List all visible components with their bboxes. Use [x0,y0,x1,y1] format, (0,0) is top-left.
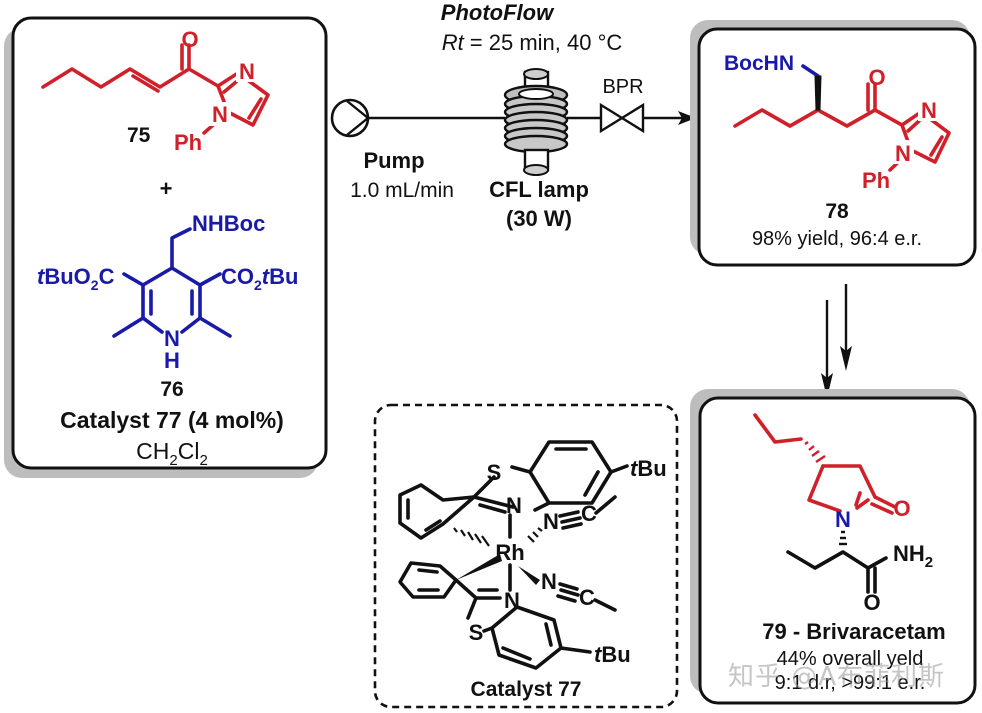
lamp-label: CFL lamp [489,177,589,202]
reactants-box-frame [11,16,328,470]
atom-n: N [895,141,911,166]
atom-c: C [579,585,595,610]
atom-o: O [893,496,910,521]
atom-n: N [164,326,180,351]
atom-o: O [868,65,885,90]
left-ester-group: tBuO2C [37,264,115,293]
compound-75-label: 75 [127,124,151,147]
flow-setup: PhotoFlow Rt = 25 min, 40 °C [330,0,696,231]
photoreactor-coil-icon [503,68,569,176]
atom-n: N [239,59,255,84]
bochn-group: BocHN [724,52,794,75]
atom-n: N [541,569,557,594]
product-yield-er: 98% yield, 96:4 e.r. [752,228,922,250]
arrow-right-icon [678,111,696,125]
tbu-group: tBu [594,642,631,667]
catalyst-loading-label: Catalyst 77 (4 mol%) [60,407,284,433]
tbu-group: tBu [630,456,667,481]
bpr-label: BPR [602,76,643,98]
catalyst-77-structure [398,440,629,670]
pump-rate: 1.0 mL/min [350,179,454,202]
compound-78-label: 78 [825,200,849,223]
overall-yield: 44% overall yeld [777,648,924,670]
atom-ph: Ph [862,168,890,193]
compound-76-label: 76 [160,378,183,401]
pump-icon [330,98,370,138]
atom-c: C [581,501,597,526]
atom-n: N [835,507,851,532]
conditions-label: Rt = 25 min, 40 °C [442,30,623,55]
compound-79-structure [753,413,897,594]
brivaracetam-box: O N NH2 O 79 - Brivaracetam 44% overall … [690,389,977,705]
pump-label: Pump [363,148,424,173]
brivaracetam-box-frame [698,396,977,705]
atom-ph: Ph [174,130,202,155]
nhboc-group: NHBoc [192,211,265,236]
atom-h: H [164,348,180,373]
atom-n: N [506,493,522,518]
atom-rh: Rh [495,540,524,565]
right-ester-group: CO2tBu [221,264,298,293]
catalyst-77-label: Catalyst 77 [471,678,582,701]
atom-n: N [921,98,937,123]
catalyst-77-box: S N tBu Rh N C N C N S tBu Catalyst 77 [373,403,679,709]
selectivity: 9:1 d.r, >99:1 e.r. [775,672,926,694]
product-box-frame [697,27,977,267]
atom-s: S [487,460,502,485]
atom-n: N [212,102,228,127]
atom-s: S [469,620,484,645]
atom-n: N [504,588,520,613]
reactants-box: O N N Ph 75 + NHBoc tBuO2C CO2tBu N H 76… [4,16,328,478]
product-78-box: BocHN O N N Ph 78 98% yield, 96:4 e.r. [690,20,977,267]
catalyst-box-frame [373,403,679,709]
multi-step-arrow-icon [821,284,852,398]
atom-o: O [863,590,880,615]
compound-76-structure [112,227,232,338]
atom-n: N [543,509,559,534]
lamp-power: (30 W) [506,206,572,231]
compound-79-label: 79 - Brivaracetam [762,619,945,644]
atom-o: O [181,27,198,52]
photoflow-title: PhotoFlow [441,0,555,25]
back-pressure-regulator-icon [599,102,645,134]
plus-sign: + [160,176,173,201]
